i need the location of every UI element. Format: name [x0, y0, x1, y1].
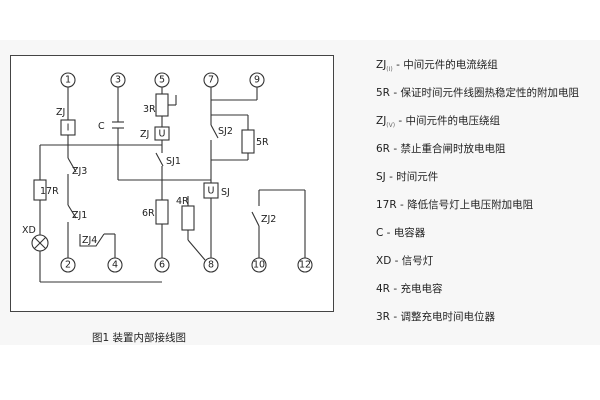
terminal-2: 2 [60, 257, 76, 273]
zj4-contact: ZJ4 [82, 235, 97, 246]
capacitor-c: C [98, 121, 105, 132]
svg-text:U: U [208, 186, 215, 197]
svg-text:12: 12 [299, 260, 311, 271]
svg-text:2: 2 [65, 260, 71, 271]
svg-text:10: 10 [253, 260, 265, 271]
svg-text:7: 7 [208, 75, 214, 86]
legend-item-sj: SJ - 时间元件 [376, 171, 439, 183]
zj-current-coil: I ZJ [56, 107, 76, 136]
legend-item-5r: 5R - 保证时间元件线圈热稳定性的附加电阻 [376, 87, 579, 99]
sj2-contact: SJ2 [218, 126, 233, 137]
terminal-9: 9 [249, 72, 265, 88]
legend-item-3r: 3R - 调整充电时间电位器 [376, 311, 495, 323]
component-legend: ZJ(I) - 中间元件的电流绕组 5R - 保证时间元件线圈热稳定性的附加电阻… [376, 58, 598, 338]
zj2-contact: ZJ2 [261, 214, 276, 225]
wires [39, 87, 306, 283]
legend-item-zj-current: ZJ(I) - 中间元件的电流绕组 [376, 59, 498, 74]
terminal-3: 3 [110, 72, 126, 88]
svg-text:ZJ2: ZJ2 [261, 214, 276, 225]
svg-text:ZJ4: ZJ4 [82, 235, 97, 246]
resistor-5r: 5R [241, 129, 269, 154]
svg-text:ZJ: ZJ [140, 129, 149, 140]
svg-text:4R: 4R [176, 196, 189, 207]
time-element-sj: U SJ [203, 182, 230, 199]
legend-item-zj-voltage: ZJ(V) - 中间元件的电压绕组 [376, 115, 501, 130]
zj1-contact: ZJ1 [72, 210, 87, 221]
svg-text:C: C [98, 121, 105, 132]
terminal-5: 5 [154, 72, 170, 88]
legend-item-17r: 17R - 降低信号灯上电压附加电阻 [376, 199, 534, 211]
svg-text:ZJ3: ZJ3 [72, 166, 87, 177]
terminal-1: 1 [60, 72, 76, 88]
resistor-6r: 6R [142, 199, 169, 225]
svg-text:SJ1: SJ1 [166, 156, 181, 167]
svg-text:1: 1 [65, 75, 71, 86]
potentiometer-3r: 3R [143, 93, 169, 117]
svg-text:I: I [67, 123, 70, 134]
resistor-17r: 17R [33, 179, 59, 201]
legend-item-4r: 4R - 充电电容 [376, 283, 443, 295]
terminal-7: 7 [203, 72, 219, 88]
svg-text:XD: XD [22, 225, 36, 236]
svg-text:6R: 6R [142, 208, 155, 219]
terminal-12: 12 [297, 257, 313, 273]
terminal-6: 6 [154, 257, 170, 273]
figure-caption: 图1 装置内部接线图 [92, 332, 187, 344]
svg-text:ZJ: ZJ [56, 107, 65, 118]
svg-text:3: 3 [115, 75, 121, 86]
legend-item-c: C - 电容器 [376, 227, 426, 239]
svg-text:5: 5 [159, 75, 165, 86]
zj3-contact: ZJ3 [72, 166, 87, 177]
svg-text:8: 8 [208, 260, 214, 271]
terminal-10: 10 [251, 257, 267, 273]
signal-lamp-xd: XD [22, 225, 49, 252]
svg-text:5R: 5R [256, 137, 269, 148]
svg-text:17R: 17R [40, 186, 59, 197]
svg-text:U: U [159, 129, 166, 140]
svg-text:9: 9 [254, 75, 260, 86]
legend-item-6r: 6R - 禁止重合闸时放电电阻 [376, 143, 506, 155]
terminal-8: 8 [203, 257, 219, 273]
legend-item-xd: XD - 信号灯 [376, 255, 434, 267]
svg-text:4: 4 [112, 260, 118, 271]
svg-text:SJ2: SJ2 [218, 126, 233, 137]
terminal-4: 4 [107, 257, 123, 273]
svg-text:SJ: SJ [221, 187, 230, 198]
resistor-4r: 4R [176, 196, 195, 231]
svg-text:3R: 3R [143, 104, 156, 115]
svg-text:6: 6 [159, 260, 165, 271]
svg-text:ZJ1: ZJ1 [72, 210, 87, 221]
zj-voltage-coil: U ZJ [140, 126, 170, 141]
sj1-contact: SJ1 [166, 156, 181, 167]
